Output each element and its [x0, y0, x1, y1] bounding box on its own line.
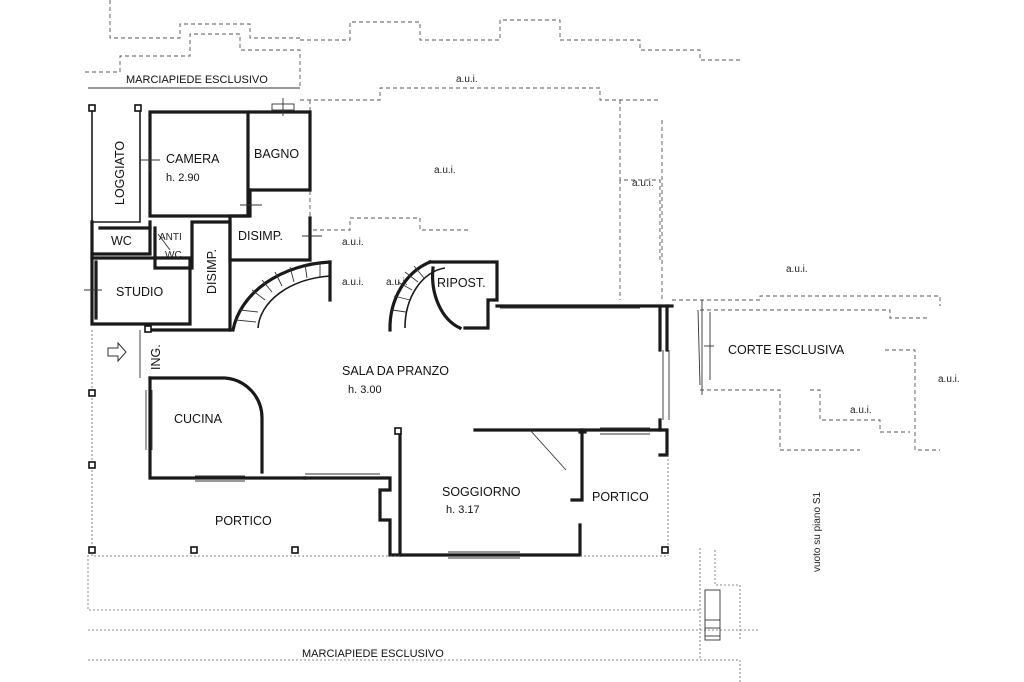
label-sala: SALA DA PRANZO	[342, 364, 449, 378]
label-cucina: CUCINA	[174, 412, 223, 426]
label-ripost: RIPOST.	[437, 276, 486, 290]
aui-top: a.u.i.	[456, 74, 478, 85]
aui-corte-below: a.u.i.	[850, 405, 872, 416]
label-studio: STUDIO	[116, 285, 164, 299]
label-corte: CORTE ESCLUSIVA	[728, 343, 845, 357]
label-disimp-vertical: DISIMP.	[205, 249, 219, 294]
aui-right-upper: a.u.i.	[632, 178, 654, 189]
label-sala-height: h. 3.00	[348, 384, 382, 396]
label-vuoto: vuoto su piano S1	[812, 492, 823, 572]
label-ing: ING.	[149, 344, 163, 370]
neighbour-boundaries	[85, 0, 941, 682]
aui-stair-left: a.u.i.	[342, 237, 364, 248]
label-wc: WC	[111, 234, 132, 248]
aui-labels: a.u.i. a.u.i. a.u.i. a.u.i. a.u.i. a.u.i…	[342, 74, 960, 416]
label-portico-right: PORTICO	[592, 490, 649, 504]
label-marciapiede-bottom: MARCIAPIEDE ESCLUSIVO	[302, 648, 444, 660]
label-portico-left: PORTICO	[215, 514, 272, 528]
label-camera-height: h. 2.90	[166, 172, 200, 184]
label-anti-wc: WC	[165, 250, 182, 261]
label-camera: CAMERA	[166, 152, 220, 166]
label-soggiorno: SOGGIORNO	[442, 485, 521, 499]
room-labels: MARCIAPIEDE ESCLUSIVO LOGGIATO CAMERA h.…	[111, 74, 845, 660]
label-marciapiede-top: MARCIAPIEDE ESCLUSIVO	[126, 74, 268, 86]
thin-lines	[84, 87, 721, 641]
walls	[90, 108, 674, 557]
label-anti: ANTI	[159, 232, 182, 243]
pillars	[88, 104, 669, 554]
label-bagno: BAGNO	[254, 147, 299, 161]
aui-stair-b: a.u.i.	[386, 277, 408, 288]
label-soggiorno-height: h. 3.17	[446, 504, 480, 516]
aui-far-right: a.u.i.	[938, 374, 960, 385]
aui-right-mid: a.u.i.	[786, 264, 808, 275]
aui-center: a.u.i.	[434, 165, 456, 176]
label-disimp: DISIMP.	[238, 229, 283, 243]
label-loggiato: LOGGIATO	[113, 141, 127, 205]
aui-stair-a: a.u.i.	[342, 277, 364, 288]
